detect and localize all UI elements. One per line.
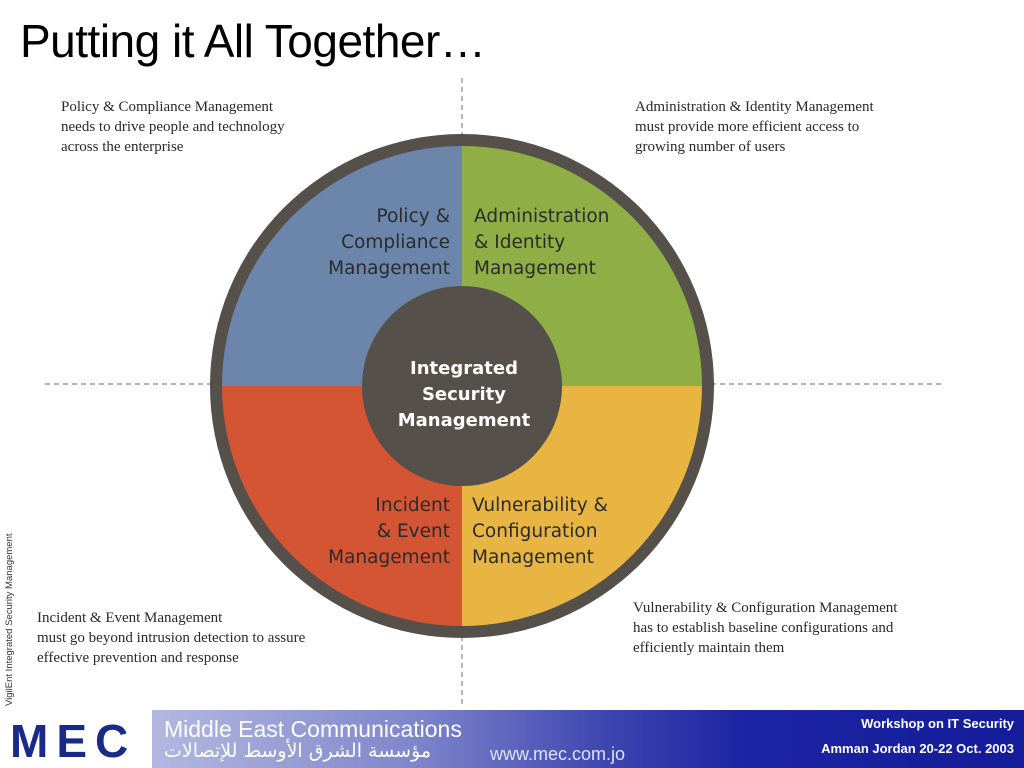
note-line: Vulnerability & Configuration Management — [633, 600, 898, 616]
note-line: must provide more efficient access to — [635, 119, 860, 135]
note-line: has to establish baseline configurations… — [633, 620, 894, 636]
note-line: growing number of users — [635, 139, 786, 155]
mec-logo: MEC — [10, 715, 137, 767]
note-line: Administration & Identity Management — [635, 99, 874, 115]
quadrant-bottom-right-line-1: Vulnerability & — [472, 495, 608, 516]
note-line: effective prevention and response — [37, 650, 239, 666]
quadrant-top-right-line-1: Administration — [474, 206, 609, 227]
note-line: must go beyond intrusion detection to as… — [37, 630, 306, 646]
quadrant-bottom-left-line-1: Incident — [375, 495, 450, 516]
note-line: efficiently maintain them — [633, 640, 785, 656]
workshop-location-date: Amman Jordan 20-22 Oct. 2003 — [821, 741, 1014, 756]
note-vulnerability-configuration: Vulnerability & Configuration Management… — [633, 598, 897, 658]
center-label-line-3: Management — [398, 410, 531, 431]
quadrant-bottom-left-line-2: & Event — [377, 521, 450, 542]
quadrant-top-right-line-3: Management — [474, 258, 596, 279]
quadrant-top-left-line-3: Management — [328, 258, 450, 279]
company-name-arabic: مؤسسة الشرق الأوسط للإتصالات — [164, 740, 432, 762]
quadrant-top-right-line-2: & Identity — [474, 232, 565, 253]
workshop-title: Workshop on IT Security — [861, 716, 1014, 731]
quadrant-bottom-left-line-3: Management — [328, 547, 450, 568]
center-circle — [362, 286, 562, 486]
quadrant-top-left-line-2: Compliance — [341, 232, 450, 253]
footer-banner: MEC Middle East Communications مؤسسة الش… — [0, 710, 1024, 768]
company-url: www.mec.com.jo — [490, 744, 626, 764]
center-label-line-1: Integrated — [410, 358, 518, 379]
note-line: Incident & Event Management — [37, 610, 223, 626]
note-line: across the enterprise — [61, 139, 184, 155]
note-line: Policy & Compliance Management — [61, 99, 274, 115]
center-label-line-2: Security — [422, 384, 506, 405]
quadrant-top-left-line-1: Policy & — [376, 206, 450, 227]
note-incident-event: Incident & Event Management must go beyo… — [37, 608, 305, 668]
note-administration-identity: Administration & Identity Management mus… — [635, 97, 874, 157]
note-line: needs to drive people and technology — [61, 119, 285, 135]
quadrant-bottom-right-line-2: Configuration — [472, 521, 597, 542]
note-policy-compliance: Policy & Compliance Management needs to … — [61, 97, 285, 157]
quadrant-bottom-right-line-3: Management — [472, 547, 594, 568]
slide-title: Putting it All Together… — [20, 15, 486, 67]
footer-gradient-band — [152, 710, 1024, 768]
company-name: Middle East Communications — [164, 716, 462, 742]
